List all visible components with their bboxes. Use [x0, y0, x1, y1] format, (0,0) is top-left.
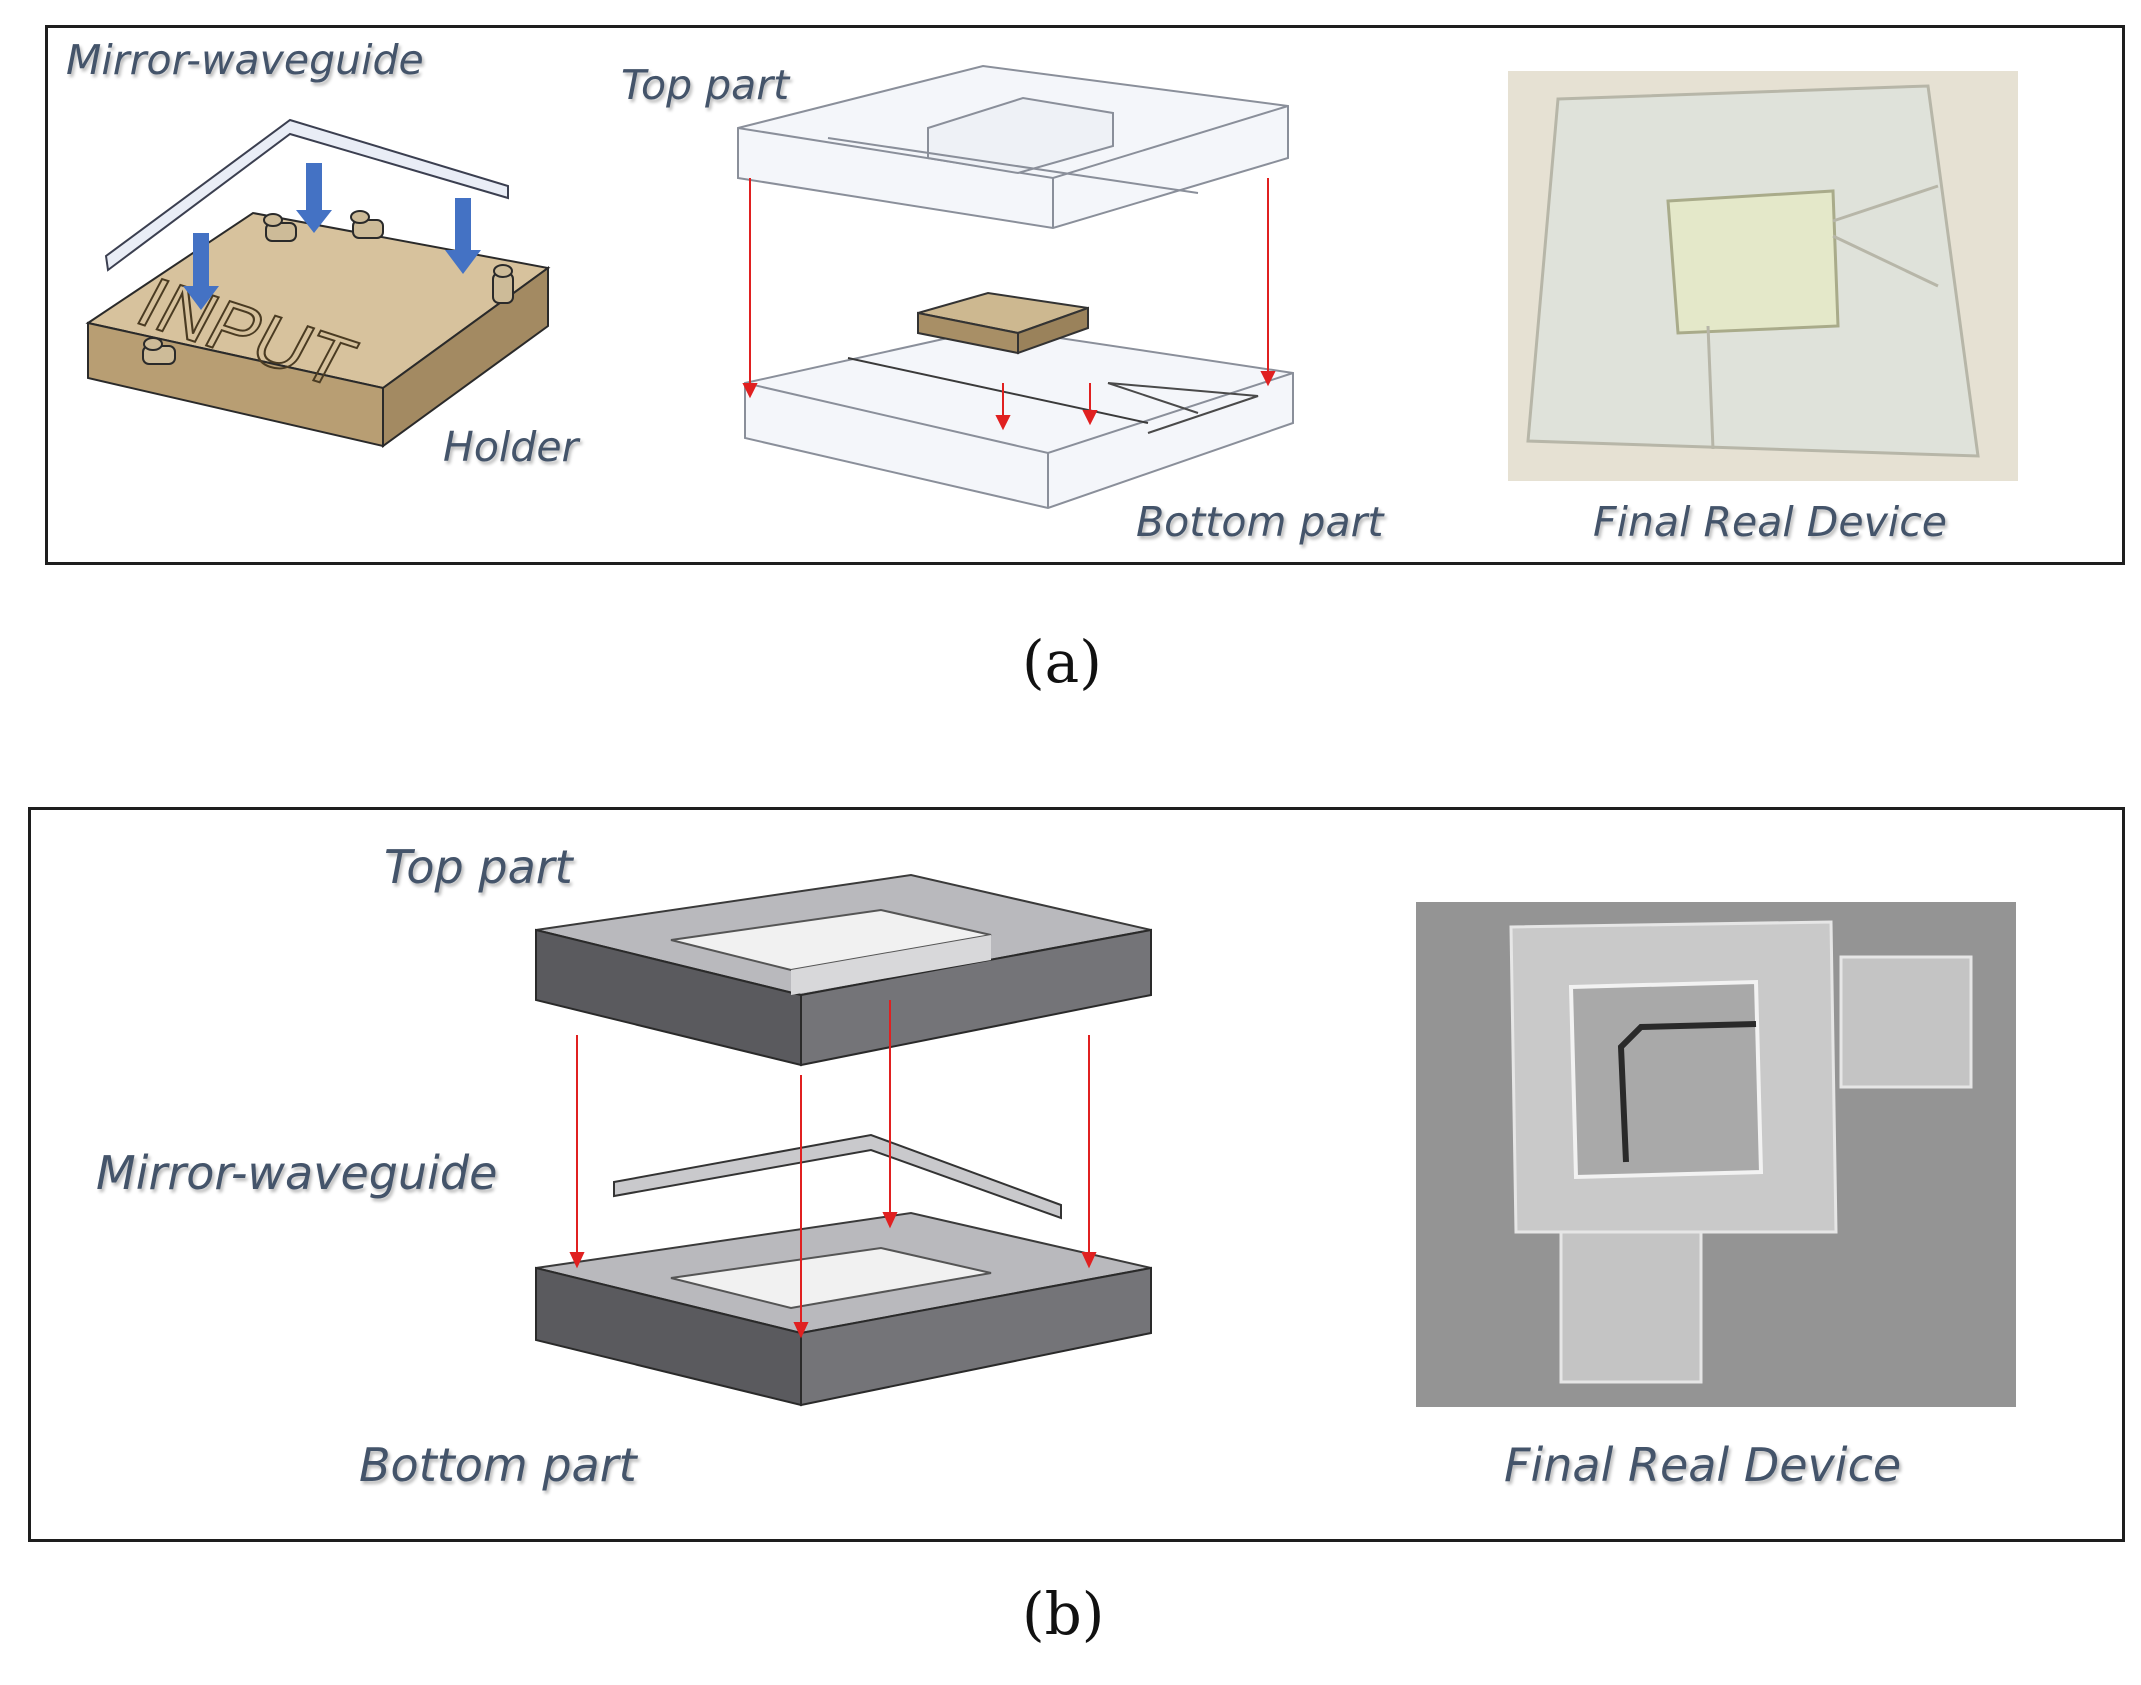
exploded-assembly-a	[737, 64, 1294, 510]
exploded-assembly-b	[535, 873, 1152, 1407]
holder-side-face	[382, 266, 549, 448]
bottom-part-label-a: Bottom part	[1136, 498, 1384, 546]
top-part-label-a: Top part	[621, 61, 790, 109]
mirror-waveguide-label-b: Mirror-waveguide	[96, 1146, 498, 1200]
mirror-waveguide-b	[613, 1133, 1062, 1220]
device-photo-content-b	[1416, 902, 2016, 1407]
bottom-part-b	[535, 1211, 1152, 1407]
holder-label: Holder	[443, 423, 579, 471]
mirror-waveguide-bar	[104, 118, 509, 272]
panel-a-frame: INPUT Mirror-waveguide Holder	[45, 25, 2125, 565]
caption-b: (b)	[1022, 1580, 1105, 1648]
bottom-part-a	[744, 326, 1294, 510]
top-part-b	[535, 873, 1152, 1067]
final-device-label-a: Final Real Device	[1593, 498, 1947, 546]
top-part-label-b: Top part	[384, 840, 573, 894]
mirror-waveguide-label: Mirror-waveguide	[66, 36, 424, 84]
holder-assembly-illustration: INPUT	[85, 118, 551, 448]
final-device-label-b: Final Real Device	[1504, 1438, 1902, 1492]
caption-a: (a)	[1022, 628, 1102, 696]
top-part-a	[737, 64, 1289, 230]
device-photo-content-a	[1508, 71, 2018, 481]
panel-b-frame: Top part Mirror-waveguide Bottom part Fi…	[28, 807, 2125, 1542]
bottom-part-label-b: Bottom part	[359, 1438, 637, 1492]
final-device-photo-b	[1416, 902, 2016, 1407]
final-device-photo-a	[1508, 71, 2018, 481]
